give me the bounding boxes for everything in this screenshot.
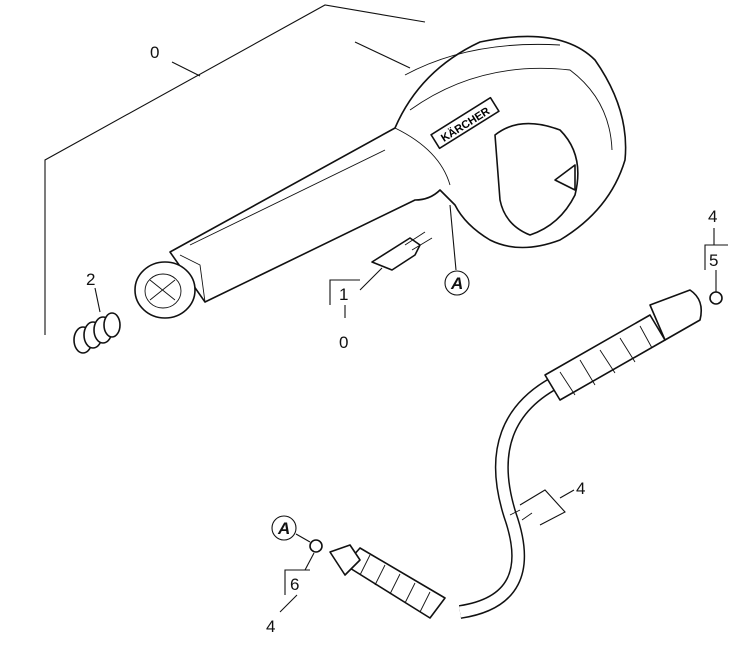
- spray-gun: KÄRCHER: [134, 35, 627, 319]
- clip-part: [329, 231, 433, 318]
- label-ref-a-bottom: A: [277, 519, 290, 538]
- label-gun-group: 0: [150, 43, 159, 62]
- label-oring-bottom: 6: [290, 575, 299, 594]
- label-oring-top: 5: [709, 251, 718, 270]
- label-ref-a-top: A: [450, 274, 463, 293]
- ref-a-top-circle: [444, 270, 470, 296]
- gun-group-bracket: [44, 4, 426, 335]
- label-hose: 4: [576, 479, 585, 498]
- label-spring: 2: [86, 270, 95, 289]
- ref-a-bottom-circle: [271, 515, 297, 541]
- hose-part: [309, 289, 723, 619]
- label-clip-group: 0: [339, 333, 348, 352]
- spring-part: [73, 287, 121, 354]
- label-clip: 1: [339, 285, 348, 304]
- label-hose-nut-group: 4: [708, 207, 717, 226]
- label-hose-end-group: 4: [266, 617, 275, 636]
